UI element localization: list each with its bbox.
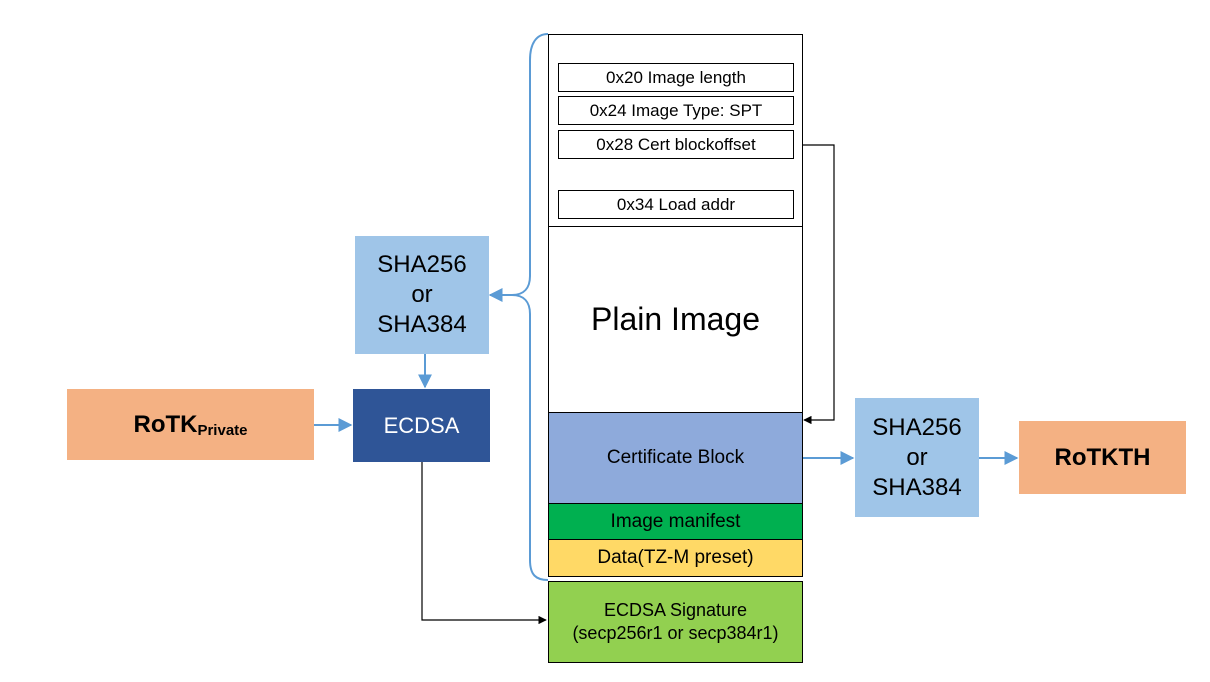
right-hash-line2: or [906,443,928,471]
right-hash-line3: SHA384 [872,473,962,501]
plain-image-section: Plain Image [548,226,803,413]
left-hash-box: SHA256 or SHA384 [355,236,489,354]
right-hash-line1: SHA256 [872,413,962,441]
header-field-image-length: 0x20 Image length [558,63,794,92]
left-hash-line1: SHA256 [377,251,467,278]
ecdsa-signature-section: ECDSA Signature (secp256r1 or secp384r1) [548,581,803,663]
left-hash-line2: or [411,281,433,308]
rotkth-box: RoTKTH [1019,421,1186,494]
right-hash-box: SHA256 or SHA384 [855,398,979,517]
header-field-cert-block-offset: 0x28 Cert blockoffset [558,130,794,159]
image-manifest-section: Image manifest [548,503,803,540]
rotk-private-subscript: Private [197,422,248,439]
certificate-block-section: Certificate Block [548,412,803,504]
cert-offset-pointer-arrow [793,144,835,425]
rotk-label: RoTK [133,410,198,438]
header-field-load-addr: 0x34 Load addr [558,190,794,219]
ecdsa-to-signature-arrow [421,462,547,625]
ecdsa-box: ECDSA [353,389,490,462]
hash-scope-brace [511,33,549,581]
signature-title: ECDSA Signature [603,599,748,620]
left-hash-line3: SHA384 [377,311,467,338]
header-field-image-type: 0x24 Image Type: SPT [558,96,794,125]
data-preset-section: Data(TZ-M preset) [548,539,803,577]
signature-curves: (secp256r1 or secp384r1) [572,623,779,643]
